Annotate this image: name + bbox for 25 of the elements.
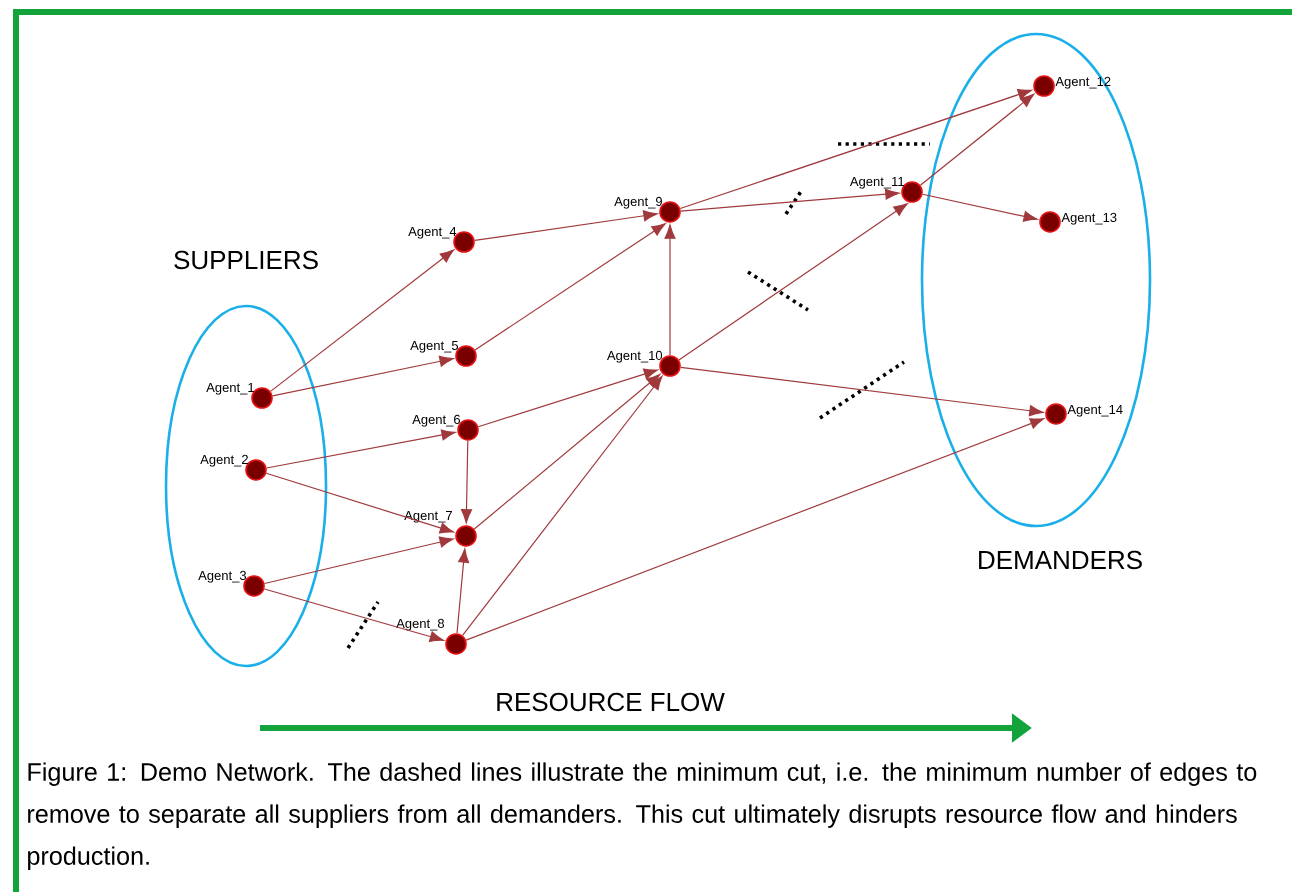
arrow (460, 440, 473, 524)
arrow (679, 89, 1032, 210)
arrow (263, 588, 444, 643)
arrow (477, 368, 658, 428)
arrow (680, 366, 1044, 417)
flow-label: RESOURCE FLOW (497, 692, 725, 712)
arrow (474, 210, 658, 242)
arrow (462, 375, 663, 637)
arrow (269, 249, 455, 392)
arrow (465, 418, 1045, 641)
group-label: DEMANDERS (979, 550, 1142, 570)
arrow (474, 223, 666, 351)
arrow (456, 548, 470, 634)
arrow (680, 188, 900, 212)
arrow (664, 224, 676, 356)
arrow (266, 429, 456, 469)
caption: Figure 1: Demo Network. The dashed lines illustrate the minimum cut, i.e. the minimum number of edges to remove to separate all suppliers from all demanders. This cut ultimately disrupts resource flow and hinders production. (28, 762, 1257, 870)
group-label: SUPPLIERS (174, 250, 318, 270)
arrow (272, 355, 454, 397)
arrow (473, 373, 661, 530)
arrow (265, 472, 454, 534)
arrow (921, 193, 1038, 222)
arrow (678, 203, 908, 361)
arrow (263, 536, 454, 585)
arrow (919, 93, 1035, 186)
